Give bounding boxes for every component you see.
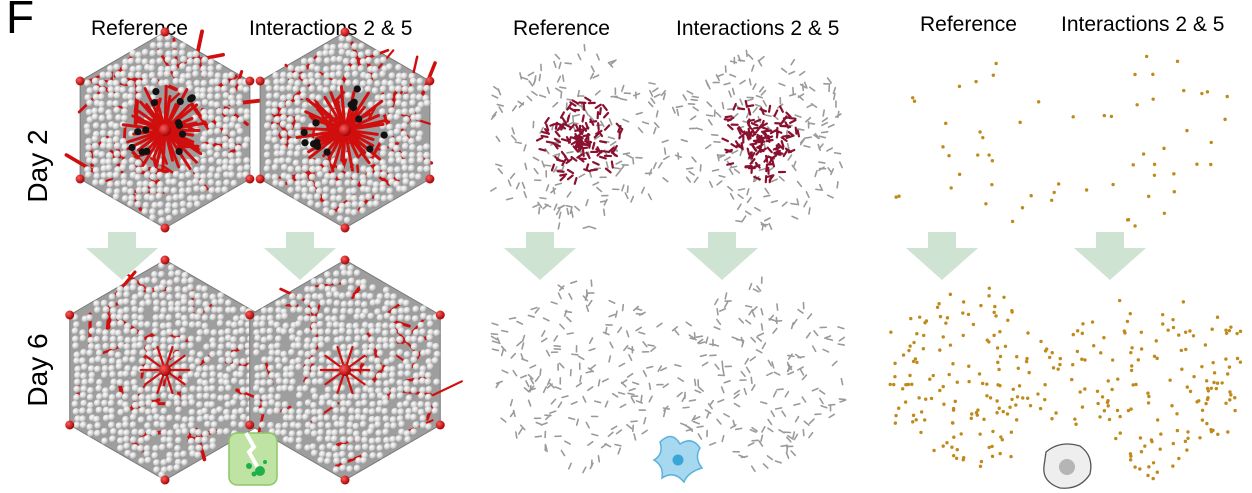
title-cell-reference: Reference — [920, 13, 1017, 36]
down-arrow-5 — [906, 232, 978, 280]
hex-panel-g0-c0-r1 — [65, 255, 269, 485]
title-macrophage-reference: Reference — [513, 17, 610, 40]
down-arrow-2 — [264, 232, 336, 280]
hex-panel-g0-c1-r1 — [244, 255, 463, 485]
hex-panel-g1-c0-r1 — [490, 279, 671, 474]
hex-panel-g2-c1-r0 — [1071, 54, 1229, 228]
down-arrow-6 — [1074, 232, 1146, 280]
hex-panel-g2-c1-r1 — [1070, 298, 1243, 481]
hex-panel-g1-c1-r1 — [671, 276, 847, 473]
down-arrow-3 — [504, 232, 576, 280]
hex-panel-g0-c1-r0 — [255, 27, 437, 233]
cell-icon — [1043, 443, 1092, 489]
title-tissue-interactions: Interactions 2 & 5 — [249, 17, 413, 40]
hex-panel-g1-c0-r0 — [490, 43, 670, 230]
damaged-cell-icon — [228, 432, 278, 486]
title-cell-interactions: Interactions 2 & 5 — [1061, 13, 1225, 36]
title-macrophage-interactions: Interactions 2 & 5 — [676, 17, 840, 40]
hex-panel-g2-c0-r1 — [888, 286, 1062, 469]
hex-panel-g2-c0-r0 — [894, 61, 1061, 224]
down-arrow-1 — [86, 232, 158, 280]
hex-panel-g0-c0-r0 — [64, 27, 265, 233]
panel-letter: F — [6, 0, 35, 43]
down-arrow-4 — [686, 232, 758, 280]
hex-panel-g1-c1-r0 — [671, 49, 843, 231]
macrophage-icon — [652, 435, 704, 484]
